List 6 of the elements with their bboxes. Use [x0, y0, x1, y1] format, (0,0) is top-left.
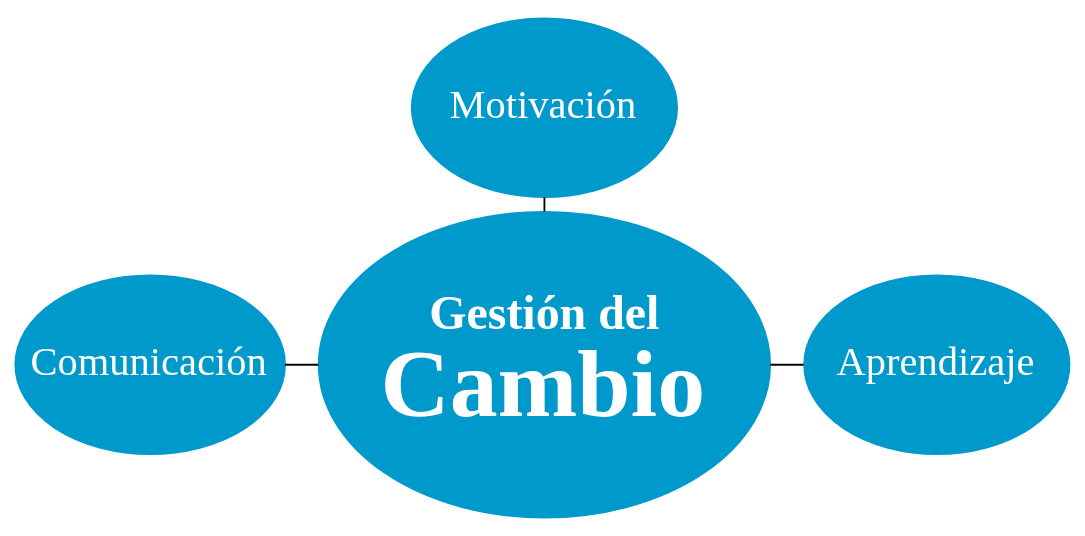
connector: [284, 363, 320, 366]
node-ellipse: Motivación: [410, 17, 678, 198]
node-ellipse: Comunicación: [14, 274, 286, 455]
connector: [769, 363, 805, 366]
node-ellipse: Aprendizaje: [803, 274, 1071, 455]
node-ellipse: Gestión del Cambio: [317, 210, 772, 519]
